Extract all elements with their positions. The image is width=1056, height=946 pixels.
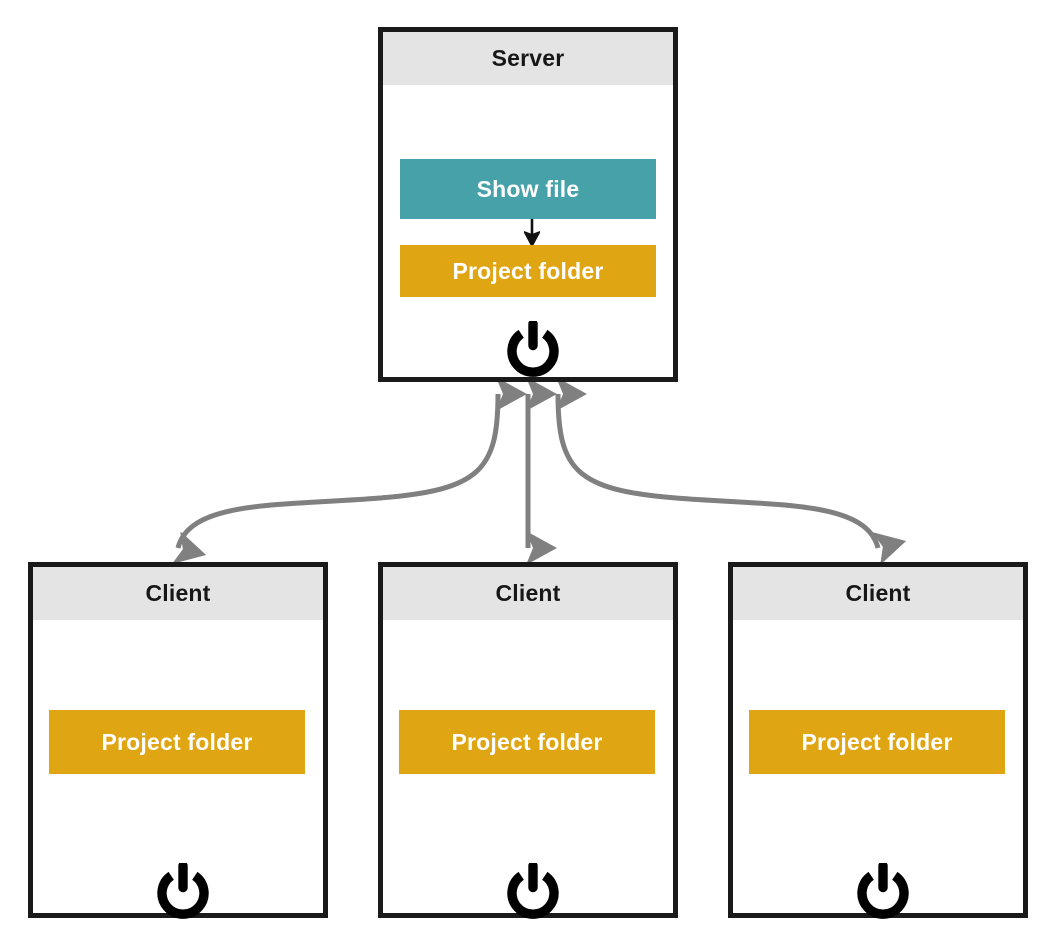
- client-3-project-folder-label: Project folder: [801, 728, 953, 755]
- connector-server-to-client-3: [555, 394, 878, 548]
- client-3-project-folder-bar[interactable]: Project folder: [749, 710, 1005, 774]
- power-icon[interactable]: [857, 863, 909, 919]
- client-2-body: Project folder: [383, 620, 673, 919]
- connector-server-to-client-1: [178, 394, 498, 548]
- client-1-title: Client: [145, 580, 211, 606]
- server-show-file-label: Show file: [476, 175, 580, 202]
- arrow-down-icon: [524, 219, 540, 245]
- server-header: Server: [383, 32, 673, 85]
- client-1-header: Client: [33, 567, 323, 620]
- server-title: Server: [491, 45, 565, 71]
- client-3-title: Client: [845, 580, 911, 606]
- client-2-header: Client: [383, 567, 673, 620]
- client-1-project-folder-label: Project folder: [101, 728, 253, 755]
- server-project-folder-bar[interactable]: Project folder: [400, 245, 656, 297]
- server-node[interactable]: Server Show file Project folder: [378, 27, 678, 382]
- server-show-file-bar[interactable]: Show file: [400, 159, 656, 219]
- client-1-project-folder-bar[interactable]: Project folder: [49, 710, 305, 774]
- power-icon[interactable]: [507, 321, 559, 377]
- power-icon[interactable]: [507, 863, 559, 919]
- client-node-3[interactable]: Client Project folder: [728, 562, 1028, 919]
- server-project-folder-label: Project folder: [452, 257, 604, 284]
- client-3-header: Client: [733, 567, 1023, 620]
- server-body: Show file Project folder: [383, 85, 673, 377]
- client-node-1[interactable]: Client Project folder: [28, 562, 328, 919]
- client-node-2[interactable]: Client Project folder: [378, 562, 678, 919]
- client-2-title: Client: [495, 580, 561, 606]
- power-icon[interactable]: [157, 863, 209, 919]
- client-3-body: Project folder: [733, 620, 1023, 919]
- client-2-project-folder-bar[interactable]: Project folder: [399, 710, 655, 774]
- client-1-body: Project folder: [33, 620, 323, 919]
- client-2-project-folder-label: Project folder: [451, 728, 603, 755]
